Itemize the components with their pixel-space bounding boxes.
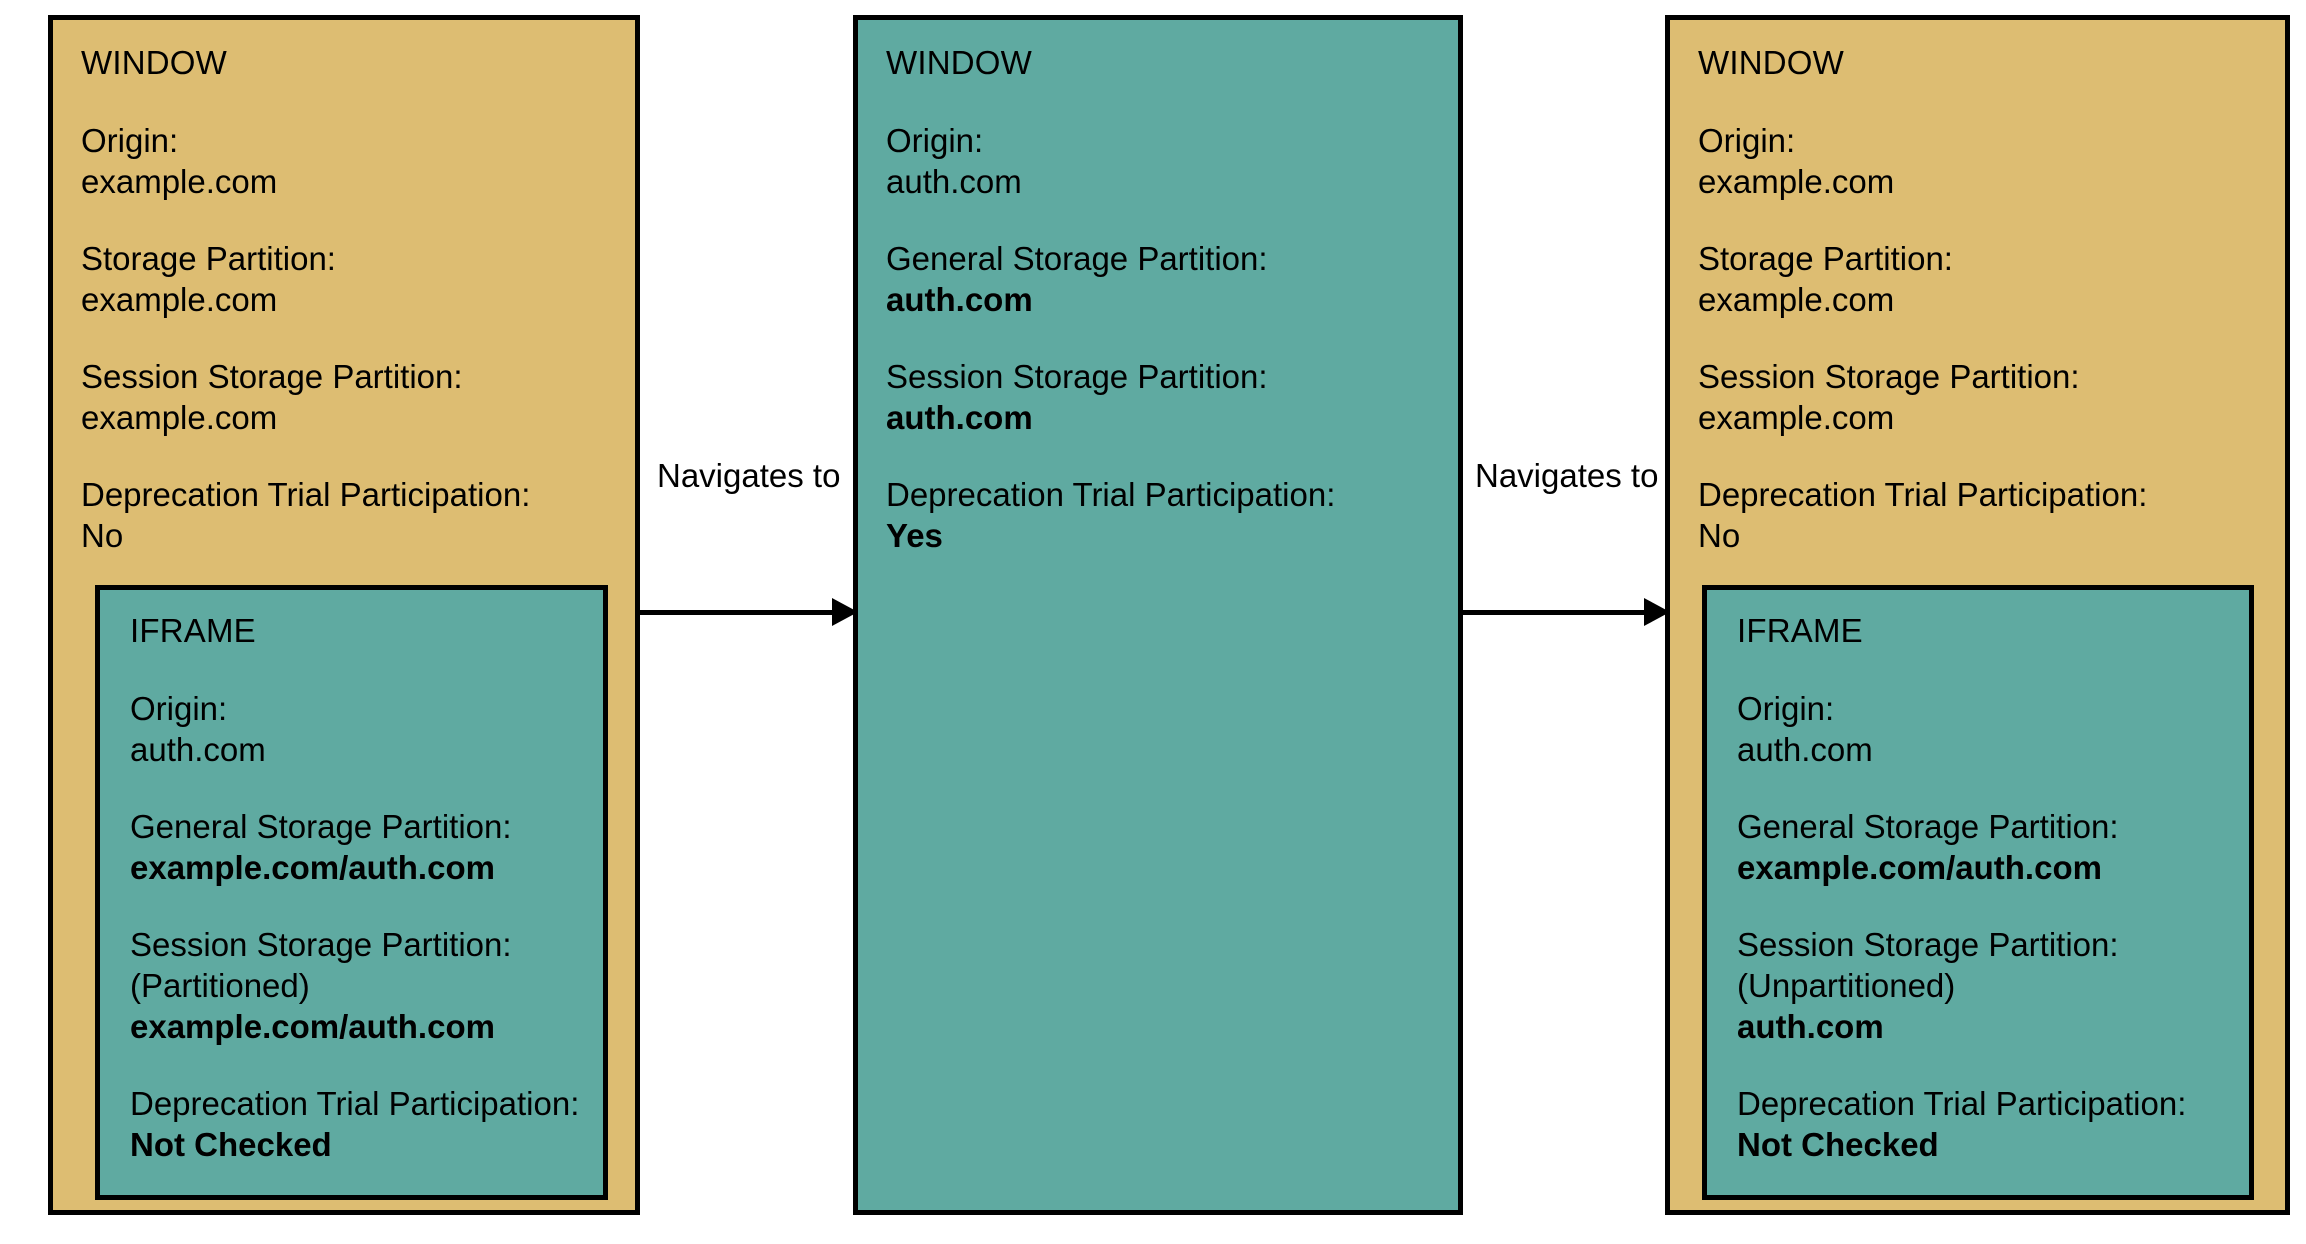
- field-label: Session Storage Partition:: [1698, 358, 2080, 395]
- field-deprecation-trial-participation: Deprecation Trial Participation: No: [1698, 474, 2275, 556]
- field-origin: Origin: auth.com: [1737, 688, 2239, 770]
- field-value: example.com: [81, 399, 278, 436]
- field-value: Not Checked: [1737, 1126, 1939, 1163]
- field-value: example.com: [1698, 281, 1895, 318]
- window-details-3: WINDOW Origin: example.com Storage Parti…: [1698, 42, 2275, 556]
- field-label: Origin:: [1737, 690, 1835, 727]
- field-label: Storage Partition:: [1698, 240, 1953, 277]
- window-panel-3: WINDOW Origin: example.com Storage Parti…: [1665, 15, 2290, 1215]
- field-label: Storage Partition:: [81, 240, 336, 277]
- window-heading: WINDOW: [886, 44, 1032, 81]
- field-session-storage-partition: Session Storage Partition: example.com: [81, 356, 625, 438]
- field-value: example.com: [81, 163, 278, 200]
- field-label: Origin:: [81, 122, 179, 159]
- field-value: example.com/auth.com: [1737, 849, 2102, 886]
- field-origin: Origin: auth.com: [886, 120, 1448, 202]
- window-panel-2: WINDOW Origin: auth.com General Storage …: [853, 15, 1463, 1215]
- field-deprecation-trial-participation: Deprecation Trial Participation: Not Che…: [130, 1083, 593, 1165]
- field-value: Not Checked: [130, 1126, 332, 1163]
- connector-label: Navigates to: [1475, 457, 1659, 494]
- field-label: Origin:: [886, 122, 984, 159]
- field-label: Origin:: [1698, 122, 1796, 159]
- field-origin: Origin: auth.com: [130, 688, 593, 770]
- iframe-heading: IFRAME: [130, 612, 256, 649]
- field-origin: Origin: example.com: [1698, 120, 2275, 202]
- field-sublabel: (Unpartitioned): [1737, 967, 1956, 1004]
- field-value: auth.com: [1737, 1008, 1884, 1045]
- field-sublabel: (Partitioned): [130, 967, 310, 1004]
- field-label: Session Storage Partition:: [1737, 926, 2119, 963]
- field-label: Session Storage Partition:: [886, 358, 1268, 395]
- iframe-panel-3: IFRAME Origin: auth.com General Storage …: [1702, 585, 2254, 1200]
- field-value: example.com: [1698, 399, 1895, 436]
- field-label: Deprecation Trial Participation:: [886, 476, 1336, 513]
- field-value: example.com: [1698, 163, 1895, 200]
- field-value: auth.com: [886, 163, 1022, 200]
- iframe-panel-1: IFRAME Origin: auth.com General Storage …: [95, 585, 608, 1200]
- arrow-line: [1458, 610, 1648, 615]
- field-session-storage-partition: Session Storage Partition: example.com: [1698, 356, 2275, 438]
- field-value: auth.com: [886, 281, 1033, 318]
- field-value: example.com/auth.com: [130, 1008, 495, 1045]
- window-heading: WINDOW: [1698, 44, 1844, 81]
- iframe-details-1: IFRAME Origin: auth.com General Storage …: [130, 610, 593, 1165]
- field-label: General Storage Partition:: [1737, 808, 2119, 845]
- field-label: General Storage Partition:: [886, 240, 1268, 277]
- field-value: Yes: [886, 517, 943, 554]
- field-value: example.com: [81, 281, 278, 318]
- field-deprecation-trial-participation: Deprecation Trial Participation: Not Che…: [1737, 1083, 2239, 1165]
- field-storage-partition: Storage Partition: example.com: [81, 238, 625, 320]
- field-value: No: [81, 517, 124, 554]
- field-label: Session Storage Partition:: [81, 358, 463, 395]
- field-label: Deprecation Trial Participation:: [1698, 476, 2148, 513]
- field-label: General Storage Partition:: [130, 808, 512, 845]
- iframe-heading: IFRAME: [1737, 612, 1863, 649]
- field-general-storage-partition: General Storage Partition: example.com/a…: [1737, 806, 2239, 888]
- arrow-line: [640, 610, 836, 615]
- field-storage-partition: Storage Partition: example.com: [1698, 238, 2275, 320]
- field-session-storage-partition: Session Storage Partition: (Partitioned)…: [130, 924, 593, 1047]
- connector-label: Navigates to: [657, 457, 841, 494]
- field-label: Session Storage Partition:: [130, 926, 512, 963]
- connector-panel1-to-panel2: Navigates to: [640, 450, 858, 630]
- field-value: auth.com: [1737, 731, 1873, 768]
- field-deprecation-trial-participation: Deprecation Trial Participation: No: [81, 474, 625, 556]
- field-deprecation-trial-participation: Deprecation Trial Participation: Yes: [886, 474, 1448, 556]
- connector-panel2-to-panel3: Navigates to: [1458, 450, 1670, 630]
- field-general-storage-partition: General Storage Partition: example.com/a…: [130, 806, 593, 888]
- field-general-storage-partition: General Storage Partition: auth.com: [886, 238, 1448, 320]
- field-origin: Origin: example.com: [81, 120, 625, 202]
- field-session-storage-partition: Session Storage Partition: auth.com: [886, 356, 1448, 438]
- field-label: Deprecation Trial Participation:: [1737, 1085, 2187, 1122]
- field-session-storage-partition: Session Storage Partition: (Unpartitione…: [1737, 924, 2239, 1047]
- window-details-1: WINDOW Origin: example.com Storage Parti…: [81, 42, 625, 556]
- iframe-details-3: IFRAME Origin: auth.com General Storage …: [1737, 610, 2239, 1165]
- field-label: Deprecation Trial Participation:: [130, 1085, 580, 1122]
- field-value: auth.com: [886, 399, 1033, 436]
- field-value: auth.com: [130, 731, 266, 768]
- field-value: example.com/auth.com: [130, 849, 495, 886]
- field-value: No: [1698, 517, 1741, 554]
- field-label: Origin:: [130, 690, 228, 727]
- window-details-2: WINDOW Origin: auth.com General Storage …: [886, 42, 1448, 556]
- field-label: Deprecation Trial Participation:: [81, 476, 531, 513]
- window-heading: WINDOW: [81, 44, 227, 81]
- window-panel-1: WINDOW Origin: example.com Storage Parti…: [48, 15, 640, 1215]
